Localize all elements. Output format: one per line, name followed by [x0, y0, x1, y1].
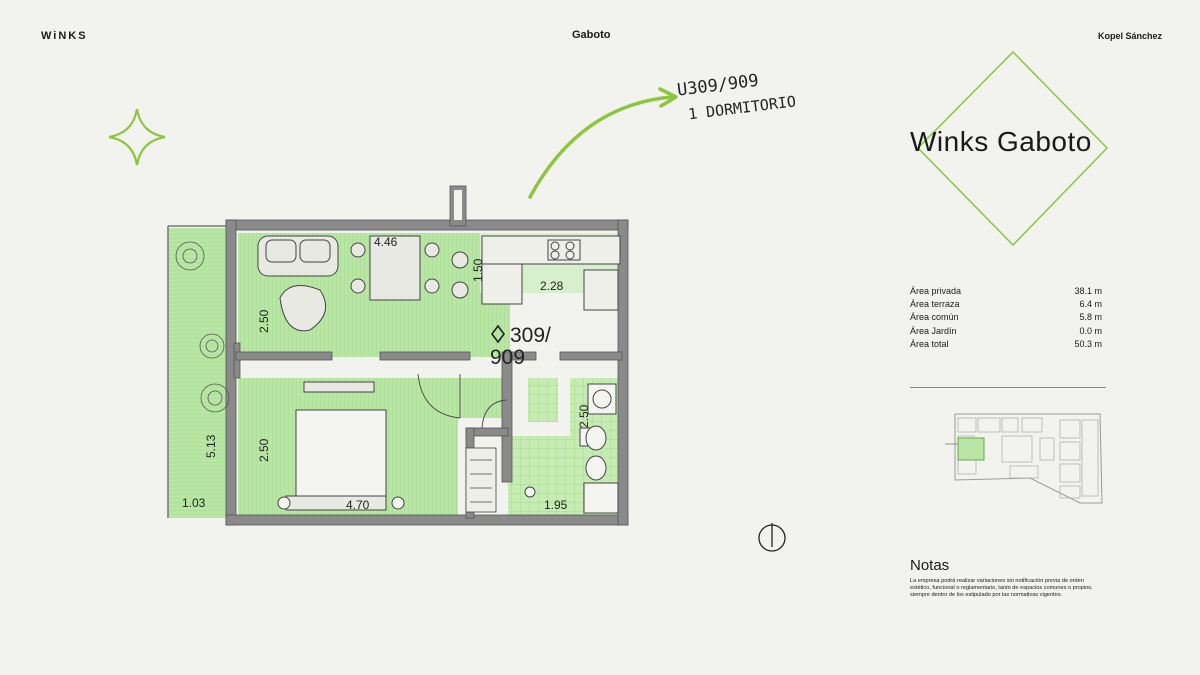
area-label: Área común — [910, 312, 959, 323]
dim-kitchen: 2.28 — [540, 279, 564, 293]
project-name: Gaboto — [572, 29, 611, 41]
dim-bath-width: 1.95 — [544, 498, 568, 512]
winks-logo: WiNKS — [41, 30, 88, 42]
area-label: Área Jardín — [910, 325, 957, 336]
terrace-floor — [168, 228, 230, 518]
floor-plan: 4.46 2.50 1.50 2.28 4.70 2.50 2.50 1.95 … — [167, 185, 629, 526]
unit-annotation: U309/909 1 DORMITORIO — [676, 71, 797, 124]
area-row-jardin: Área Jardín 0.0 m — [910, 325, 1102, 338]
areas-table: Área privada 38.1 m Área terraza 6.4 m Á… — [910, 285, 1102, 351]
diamond-frame — [916, 50, 1109, 247]
notes-text: La empresa podrá realizar variaciones si… — [910, 578, 1093, 598]
area-label: Área terraza — [910, 299, 960, 310]
area-value: 50.3 m — [1074, 338, 1102, 349]
dim-bath-depth: 2.50 — [577, 404, 591, 428]
area-label: Área privada — [910, 286, 962, 296]
unit-label-line1: 309/ — [510, 324, 551, 347]
project-title: Winks Gaboto — [910, 126, 1092, 157]
area-row-terraza: Área terraza 6.4 m — [910, 298, 1102, 311]
dim-bedroom-depth: 2.50 — [257, 438, 271, 462]
dim-living-depth: 2.50 — [257, 309, 271, 333]
dim-terrace-depth: 5.13 — [204, 434, 218, 458]
notes-title: Notas — [910, 557, 950, 574]
north-compass-icon — [758, 523, 786, 552]
area-value: 5.8 m — [1079, 312, 1102, 323]
area-row-total: Área total 50.3 m — [910, 338, 1102, 351]
area-row-privada: Área privada 38.1 m — [910, 285, 1102, 298]
developer-logo: Kopel Sánchez — [1098, 31, 1163, 41]
key-plan — [945, 413, 1103, 504]
area-row-comun: Área común 5.8 m — [910, 311, 1102, 324]
sparkle-icon — [108, 108, 166, 166]
dim-living-width: 4.46 — [374, 235, 398, 249]
dim-hall: 1.50 — [471, 258, 485, 282]
unit-marker-icon — [491, 324, 505, 344]
area-label: Área total — [910, 338, 949, 349]
unit-label-line2: 909 — [490, 346, 525, 369]
divider — [910, 387, 1106, 388]
annotation-unit: U309/909 — [676, 71, 760, 101]
area-value: 6.4 m — [1079, 299, 1102, 310]
area-value: 0.0 m — [1079, 325, 1102, 336]
area-value: 38.1 m — [1074, 286, 1102, 296]
arrow-icon — [528, 87, 678, 199]
dim-terrace-width: 1.03 — [182, 496, 206, 510]
dim-bedroom-width: 4.70 — [346, 498, 370, 512]
